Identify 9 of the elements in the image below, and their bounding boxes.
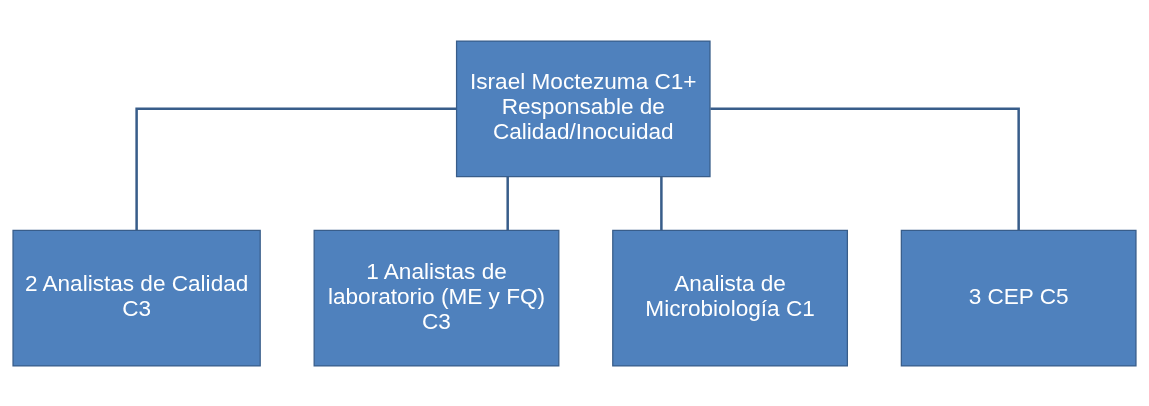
connector — [135, 107, 457, 230]
node-box: 1 Analistas de laboratorio (ME y FQ) C3 — [313, 229, 560, 367]
connector — [710, 107, 1020, 230]
node-box: 3 CEP C5 — [900, 229, 1137, 367]
node-box: Analista de Microbiología C1 — [612, 229, 848, 367]
node-box: Israel Moctezuma C1+ Responsable de Calidad/Inocuidad — [455, 39, 711, 177]
connector — [506, 176, 509, 230]
connector — [660, 176, 663, 230]
node-box: 2 Analistas de Calidad C3 — [12, 229, 261, 367]
